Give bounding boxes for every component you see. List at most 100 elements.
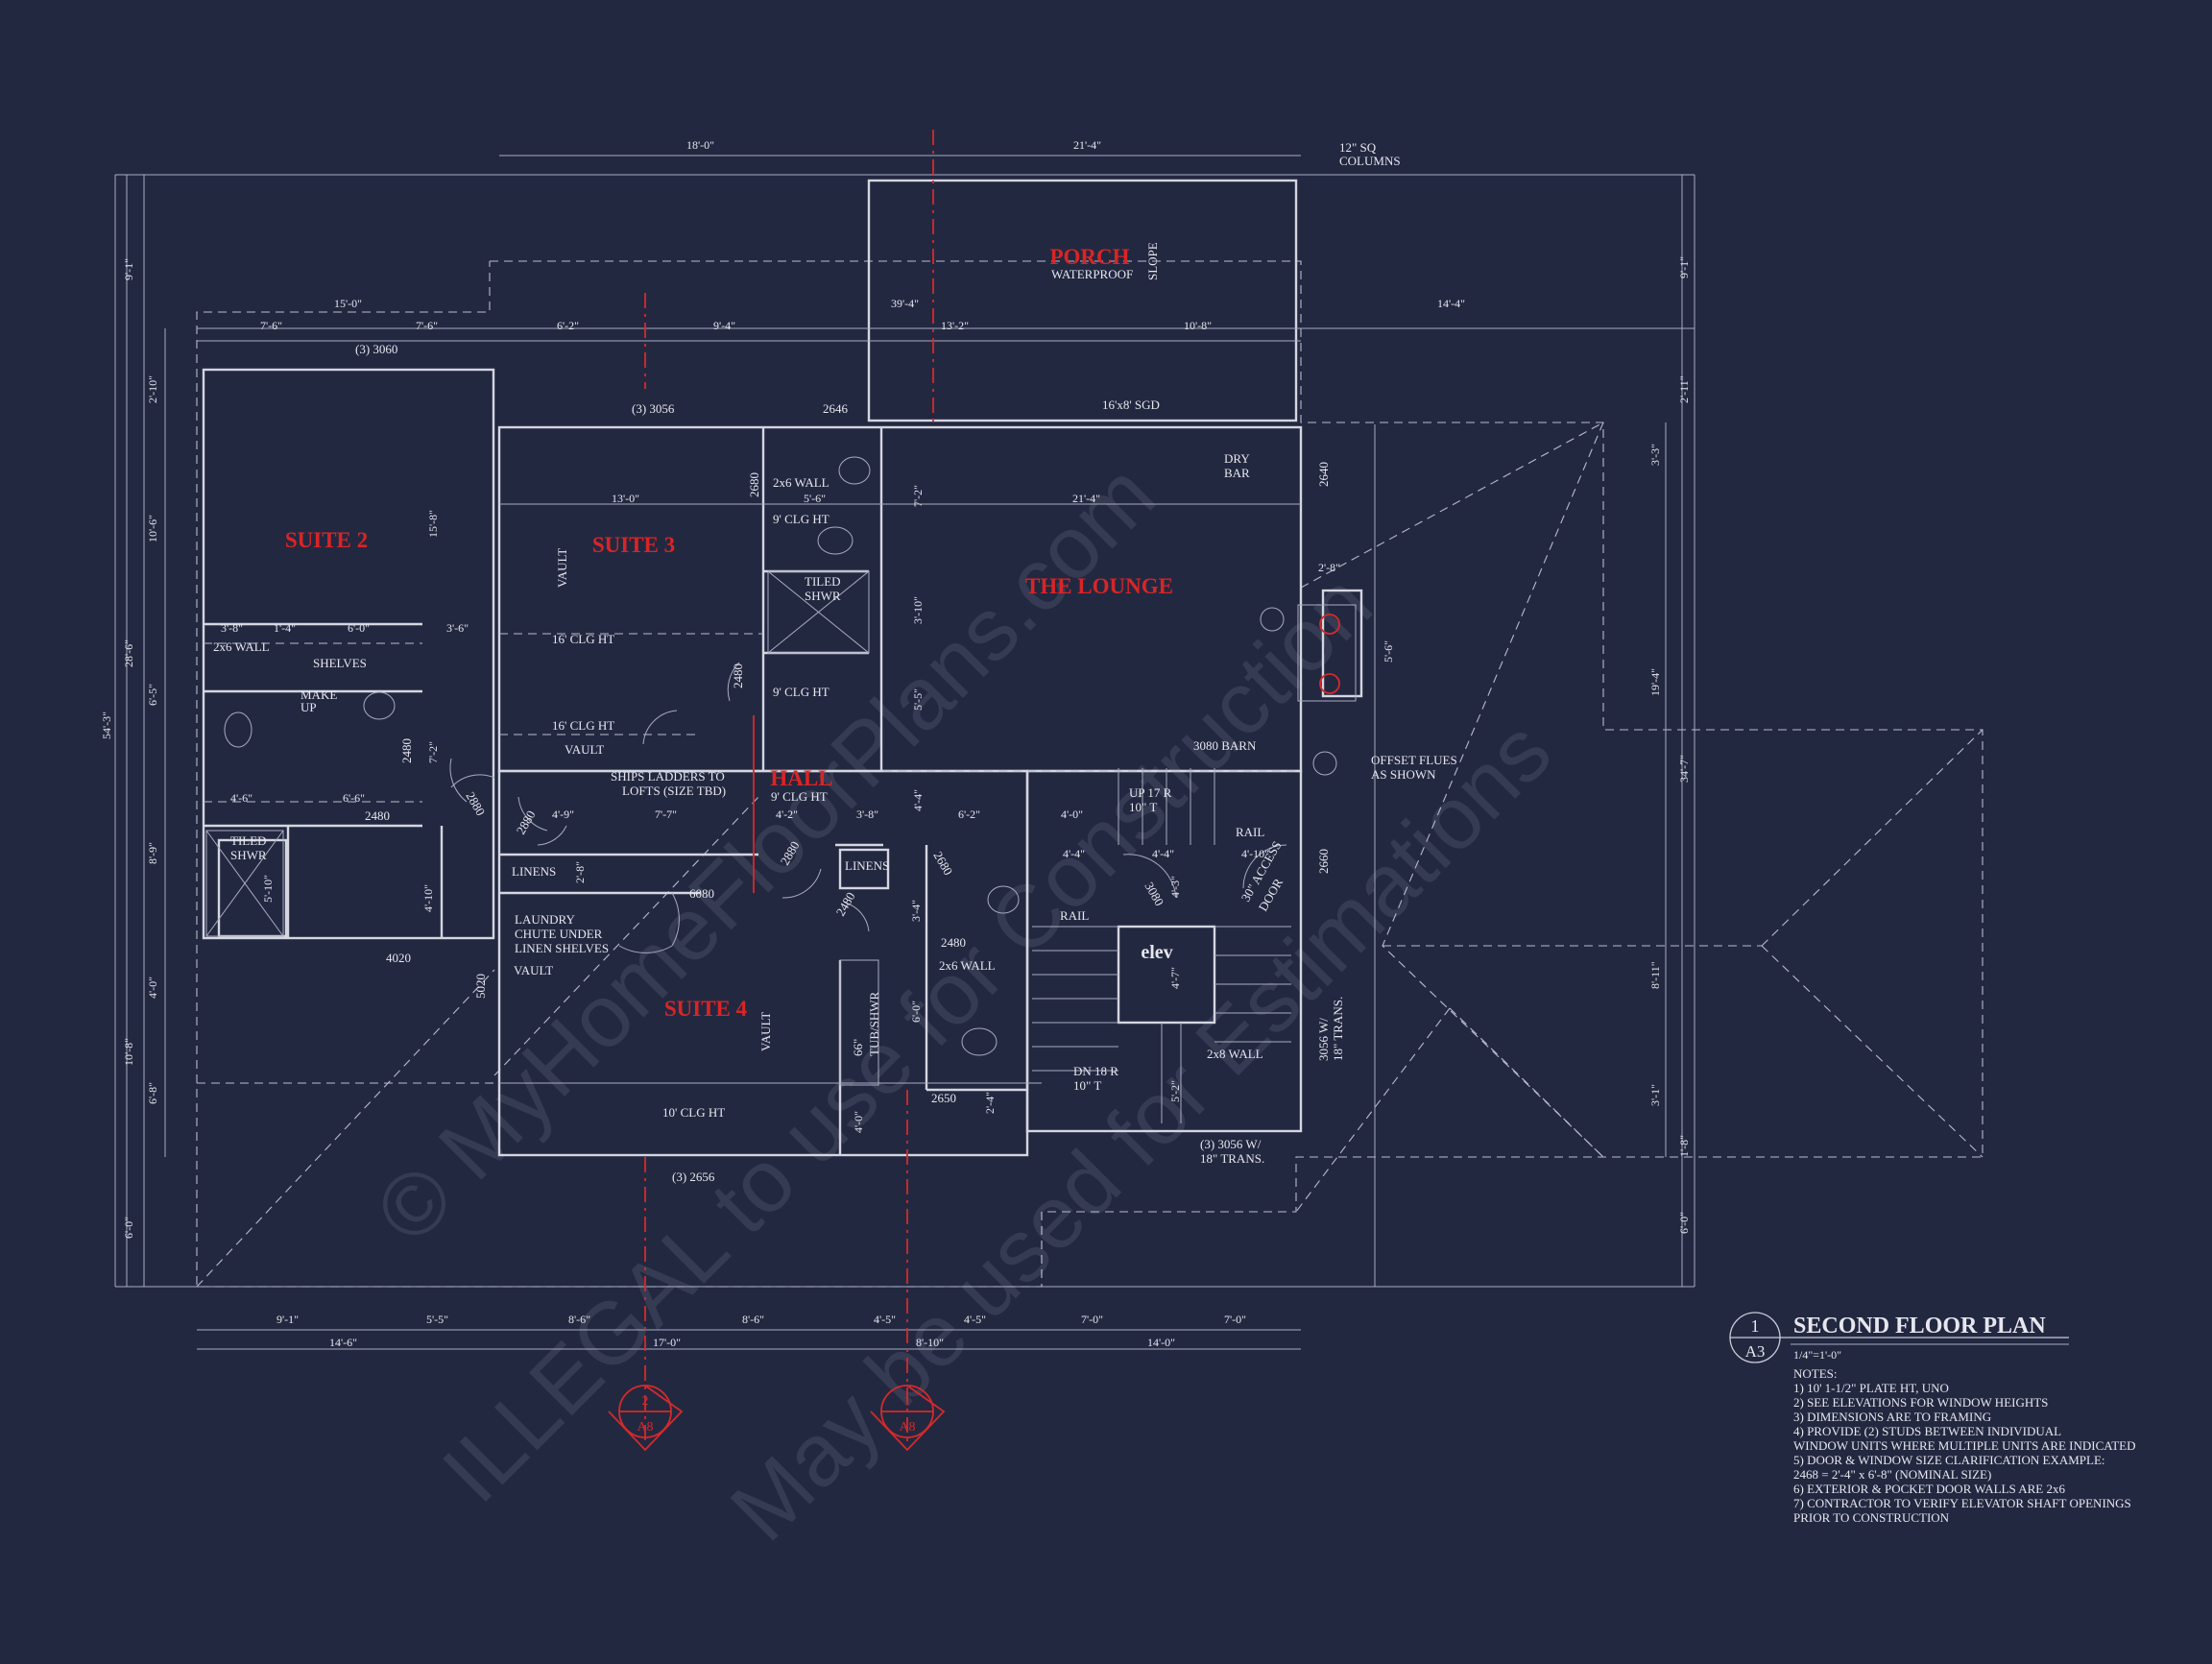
label-rail-a: RAIL bbox=[1236, 825, 1264, 839]
note-line: 1) 10' 1-1/2" PLATE HT, UNO bbox=[1793, 1381, 1949, 1395]
dim-7-2-a: 7'-2" bbox=[911, 485, 925, 507]
dim-4-9: 4'-9" bbox=[552, 808, 574, 821]
dim-15-0: 15'-0" bbox=[334, 297, 362, 310]
section-marker-1-sheet: A8 bbox=[899, 1420, 915, 1435]
dim-7-6-a: 7'-6" bbox=[260, 319, 282, 332]
dim-2-8: 2'-8" bbox=[1318, 561, 1340, 574]
door-2650: 2650 bbox=[931, 1091, 956, 1105]
label-vault-a: VAULT bbox=[555, 548, 569, 588]
window-3060: (3) 3060 bbox=[355, 342, 397, 356]
dim-9-4: 9'-4" bbox=[713, 319, 735, 332]
window-4020: 4020 bbox=[386, 951, 411, 965]
dim-4-2: 4'-2" bbox=[776, 808, 798, 821]
dim-4-3: 4'-3" bbox=[1168, 876, 1182, 898]
dim-5-5: 5'-5" bbox=[911, 688, 925, 711]
label-tiled-shwr-b: SHWR bbox=[805, 589, 841, 603]
note-line: 4) PROVIDE (2) STUDS BETWEEN INDIVIDUAL bbox=[1793, 1424, 2061, 1438]
room-labels: PORCH SUITE 2 SUITE 3 THE LOUNGE HALL SU… bbox=[285, 245, 1173, 1021]
label-dn-18r: DN 18 R bbox=[1073, 1064, 1118, 1078]
title-block: 1 A3 SECOND FLOOR PLAN 1/4"=1'-0" NOTES:… bbox=[1729, 1312, 2136, 1525]
label-ships-ladders-a: SHIPS LADDERS TO bbox=[611, 769, 725, 784]
window-2660: 2660 bbox=[1316, 849, 1331, 874]
window-trans-a: 3056 W/ bbox=[1316, 1018, 1331, 1061]
room-label-the-lounge: THE LOUNGE bbox=[1025, 574, 1173, 598]
dim-3-1: 3'-1" bbox=[1648, 1084, 1662, 1106]
section-marker-2[interactable]: 2 A8 bbox=[608, 1385, 684, 1452]
dim-9-1-right: 9'-1" bbox=[1677, 256, 1691, 278]
door-2680-a: 2680 bbox=[747, 472, 761, 497]
dim-2-10: 2'-10" bbox=[146, 375, 159, 403]
window-2646: 2646 bbox=[823, 401, 849, 416]
window-2640: 2640 bbox=[1316, 462, 1331, 487]
dim-18-0: 18'-0" bbox=[686, 138, 714, 152]
view-number: 1 bbox=[1751, 1316, 1760, 1336]
dim-7-6-b: 7'-6" bbox=[416, 319, 438, 332]
door-2680-b: 2680 bbox=[930, 849, 955, 878]
dim-bottom-7-0-b: 7'-0" bbox=[1224, 1313, 1246, 1326]
dim-9-1: 9'-1" bbox=[122, 258, 135, 280]
door-2880-a: 2880 bbox=[463, 789, 488, 818]
dim-13-0: 13'-0" bbox=[612, 492, 639, 505]
dim-bottom-7-0-a: 7'-0" bbox=[1081, 1313, 1103, 1326]
section-marker-1[interactable]: 1 A8 bbox=[870, 1385, 946, 1452]
dim-1-4: 1'-4" bbox=[274, 621, 296, 635]
dim-6-0-c: 6'-0" bbox=[909, 1001, 923, 1023]
dim-4-0-c: 4'-0" bbox=[852, 1111, 865, 1133]
dimensions: 18'-0" 21'-4" 15'-0" 39'-4" 14'-4" 7'-6"… bbox=[100, 138, 1691, 1349]
door-2880-b: 2880 bbox=[514, 808, 539, 836]
dim-bottom-9-1: 9'-1" bbox=[276, 1313, 299, 1326]
dim-bottom-8-10: 8'-10" bbox=[916, 1336, 944, 1349]
door-6080: 6080 bbox=[689, 886, 714, 901]
dim-4-10: 4'-10" bbox=[421, 884, 435, 912]
room-label-suite-3: SUITE 3 bbox=[592, 533, 675, 557]
dim-bottom-4-5-a: 4'-5" bbox=[874, 1313, 896, 1326]
dim-39-4: 39'-4" bbox=[891, 297, 919, 310]
dim-4-10-b: 4'-10" bbox=[1241, 847, 1269, 860]
label-hall-clg-ht: 9' CLG HT bbox=[771, 789, 828, 804]
section-markers[interactable]: 2 A8 1 A8 bbox=[608, 130, 946, 1452]
label-laundry-a: LAUNDRY bbox=[515, 912, 575, 927]
label-columns-a: 12" SQ bbox=[1339, 140, 1377, 155]
dim-6-2: 6'-2" bbox=[557, 319, 579, 332]
dim-19-4: 19'-4" bbox=[1648, 668, 1662, 696]
dim-21-4: 21'-4" bbox=[1072, 492, 1100, 505]
door-2480-d: 2480 bbox=[941, 935, 966, 950]
dim-54-3: 54'-3" bbox=[100, 711, 113, 739]
door-2480-c: 2480 bbox=[731, 663, 745, 688]
label-laundry-c: LINEN SHELVES bbox=[515, 941, 609, 955]
view-sheet: A3 bbox=[1745, 1342, 1766, 1361]
label-linens-b: LINENS bbox=[845, 858, 889, 873]
label-make-up-b: UP bbox=[301, 700, 317, 714]
room-label-suite-4: SUITE 4 bbox=[664, 997, 748, 1021]
label-2x6-wall-c: 2x6 WALL bbox=[939, 958, 996, 973]
label-columns-b: COLUMNS bbox=[1339, 154, 1401, 168]
dim-4-7: 4'-7" bbox=[1168, 967, 1182, 989]
label-make-up-a: MAKE bbox=[301, 687, 337, 702]
window-trans-b: 18" TRANS. bbox=[1331, 997, 1345, 1061]
window-5020: 5020 bbox=[473, 974, 488, 999]
dim-4-6: 4'-6" bbox=[230, 791, 252, 805]
label-laundry-b: CHUTE UNDER bbox=[515, 927, 603, 941]
annotations: WATERPROOF SLOPE 12" SQ COLUMNS (3) 3060… bbox=[213, 140, 1457, 1184]
door-3080-barn: 3080 BARN bbox=[1193, 738, 1257, 753]
dim-3-6: 3'-6" bbox=[446, 621, 469, 635]
dim-bottom-4-5-b: 4'-5" bbox=[964, 1313, 986, 1326]
dim-14-4: 14'-4" bbox=[1437, 297, 1465, 310]
dim-4-0: 4'-0" bbox=[146, 977, 159, 999]
label-vault-c: VAULT bbox=[514, 963, 553, 977]
door-16x8-sgd: 16'x8' SGD bbox=[1102, 398, 1160, 412]
label-dry-bar-b: BAR bbox=[1224, 466, 1250, 480]
window-2656: (3) 2656 bbox=[672, 1170, 715, 1184]
section-marker-2-sheet: A8 bbox=[637, 1420, 653, 1435]
dim-4-4-b: 4'-4" bbox=[1063, 847, 1085, 860]
room-label-porch: PORCH bbox=[1049, 245, 1129, 269]
dim-6-0: 6'-0" bbox=[122, 1217, 135, 1239]
note-line: 2468 = 2'-4" x 6'-8" (NOMINAL SIZE) bbox=[1793, 1467, 1991, 1482]
dim-3-3: 3'-3" bbox=[1648, 444, 1662, 466]
label-offset-flues-b: AS SHOWN bbox=[1371, 767, 1436, 782]
dim-5-6-v: 5'-6" bbox=[1382, 640, 1395, 663]
label-waterproof: WATERPROOF bbox=[1051, 267, 1133, 281]
label-dn-10t: 10" T bbox=[1073, 1078, 1101, 1093]
dim-10-6: 10'-6" bbox=[146, 515, 159, 543]
note-line: WINDOW UNITS WHERE MULTIPLE UNITS ARE IN… bbox=[1793, 1438, 2136, 1453]
